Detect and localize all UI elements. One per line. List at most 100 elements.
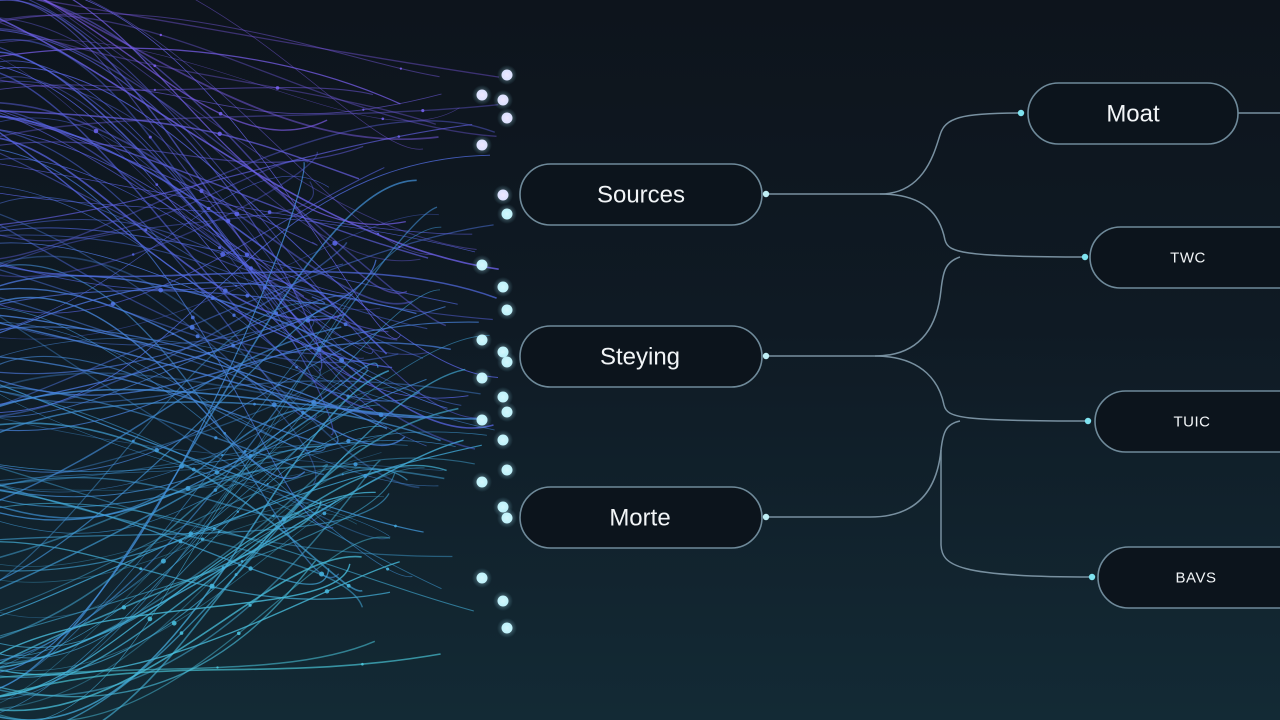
fiber-strand bbox=[0, 117, 378, 402]
fiber-strand bbox=[0, 294, 352, 375]
fiber-strand bbox=[0, 65, 469, 399]
fiber-node bbox=[397, 135, 401, 138]
fiber-strand bbox=[0, 369, 369, 590]
fiber-strand bbox=[0, 264, 497, 299]
fiber-node bbox=[421, 109, 425, 113]
fiber-strand bbox=[0, 112, 353, 295]
fiber-node bbox=[93, 128, 99, 134]
fiber-strand bbox=[0, 355, 326, 453]
fiber-node bbox=[322, 511, 327, 516]
port-dot-glow bbox=[493, 185, 513, 205]
port-dot-glow bbox=[497, 352, 517, 372]
node-label: TUIC bbox=[1174, 414, 1211, 431]
fiber-strand bbox=[0, 58, 381, 311]
fiber-strand bbox=[27, 0, 486, 419]
fiber-node bbox=[245, 293, 250, 298]
node-steying[interactable]: Steying bbox=[519, 325, 763, 388]
fiber-strand bbox=[0, 12, 440, 78]
junction-dot bbox=[1084, 417, 1092, 425]
fiber-node bbox=[295, 365, 298, 369]
fiber-strand bbox=[0, 560, 317, 698]
fiber-strand bbox=[0, 181, 314, 268]
fiber-node bbox=[199, 188, 204, 194]
fiber-strand bbox=[0, 275, 369, 369]
fiber-strand bbox=[0, 227, 458, 305]
fiber-strand bbox=[0, 289, 326, 305]
fiber-node bbox=[272, 514, 275, 518]
fiber-node bbox=[179, 631, 184, 635]
fiber-node bbox=[376, 232, 380, 235]
fiber-strand bbox=[0, 72, 374, 411]
fiber-strand bbox=[0, 39, 460, 122]
fiber-strand bbox=[0, 322, 439, 487]
port-dot-glow bbox=[497, 108, 517, 128]
node-moat[interactable]: Moat bbox=[1027, 82, 1239, 145]
fiber-strands-bundle bbox=[0, 0, 500, 720]
fiber-strand bbox=[0, 306, 328, 581]
fiber-strand bbox=[0, 484, 364, 608]
fiber-node bbox=[231, 343, 235, 348]
fiber-node bbox=[190, 315, 195, 320]
port-dot-glow bbox=[472, 255, 492, 275]
fiber-node bbox=[207, 351, 210, 355]
fiber-node bbox=[267, 210, 272, 214]
port-dot-glow bbox=[497, 300, 517, 320]
node-morte[interactable]: Morte bbox=[519, 486, 763, 549]
fiber-strand bbox=[0, 84, 442, 115]
fiber-strand bbox=[0, 110, 360, 180]
fiber-node bbox=[171, 620, 177, 626]
fiber-node bbox=[222, 288, 228, 294]
fiber-node bbox=[131, 253, 135, 256]
fiber-strand bbox=[0, 356, 339, 446]
fiber-strand bbox=[0, 463, 328, 664]
port-dot-glow bbox=[493, 90, 513, 110]
fiber-strand bbox=[0, 493, 390, 541]
fiber-strand bbox=[0, 386, 325, 476]
fiber-node bbox=[266, 482, 269, 486]
fiber-strand bbox=[0, 536, 391, 720]
fiber-node bbox=[234, 211, 240, 217]
fiber-strand bbox=[0, 431, 487, 534]
node-label: Morte bbox=[609, 505, 670, 532]
fiber-strand bbox=[0, 259, 377, 405]
fiber-strand bbox=[0, 137, 345, 321]
fiber-node bbox=[218, 111, 223, 116]
node-tuic[interactable]: TUIC bbox=[1094, 390, 1280, 453]
fiber-node bbox=[343, 322, 348, 327]
fiber-strand bbox=[0, 151, 318, 278]
fiber-strand bbox=[0, 337, 495, 431]
fiber-node bbox=[248, 603, 252, 607]
fiber-node bbox=[139, 567, 143, 571]
fiber-strand bbox=[0, 192, 476, 253]
fiber-strand bbox=[0, 129, 305, 297]
fiber-strand bbox=[0, 563, 351, 655]
node-bavs[interactable]: BAVS bbox=[1097, 546, 1280, 609]
fiber-strand bbox=[0, 473, 396, 637]
node-sources[interactable]: Sources bbox=[519, 163, 763, 226]
fiber-node bbox=[220, 251, 226, 257]
port-dot-glow bbox=[497, 508, 517, 528]
port-dot-glow bbox=[493, 430, 513, 450]
fiber-node bbox=[214, 470, 220, 475]
fiber-node bbox=[217, 131, 222, 136]
fiber-strand bbox=[0, 407, 323, 519]
fiber-strand bbox=[88, 0, 434, 256]
port-dot-glow bbox=[497, 402, 517, 422]
fiber-strand bbox=[0, 102, 413, 305]
fiber-strand bbox=[0, 307, 413, 577]
fiber-node bbox=[277, 383, 281, 386]
fiber-strand bbox=[66, 368, 466, 720]
fiber-strand bbox=[84, 0, 401, 339]
node-twc[interactable]: TWC bbox=[1089, 226, 1280, 289]
port-dot-glow bbox=[472, 368, 492, 388]
fiber-node bbox=[153, 88, 157, 92]
fiber-strand bbox=[0, 206, 438, 661]
fiber-strand bbox=[34, 0, 408, 295]
fiber-node bbox=[200, 537, 205, 541]
fiber-strand bbox=[0, 319, 315, 346]
fiber-strand bbox=[0, 241, 348, 417]
fiber-node bbox=[236, 510, 240, 513]
fiber-node bbox=[324, 589, 330, 594]
fiber-node bbox=[131, 439, 135, 443]
